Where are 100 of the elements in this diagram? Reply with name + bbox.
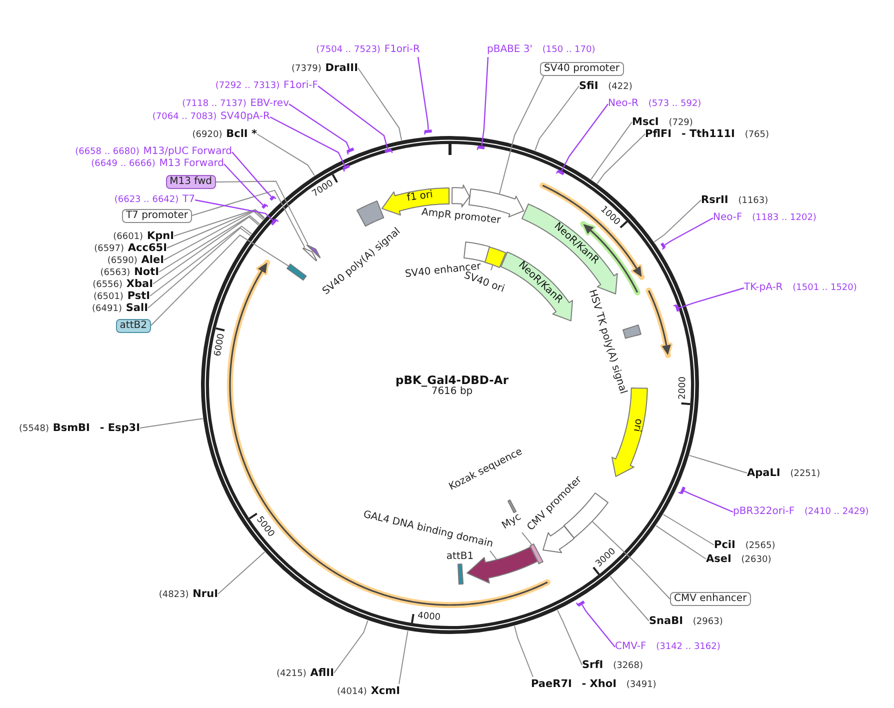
feature-tag: CMV enhancer (670, 592, 751, 606)
sequence-feature (484, 246, 508, 268)
primer-binding-marker (556, 168, 566, 176)
leader-line (683, 490, 734, 513)
site-marker (302, 247, 318, 262)
feature-label: f1 ori (406, 189, 434, 205)
feature-label: attB1 (446, 551, 474, 563)
site-marker (457, 562, 465, 585)
restriction-site-label: SnaBI (2963) (649, 614, 723, 628)
restriction-site-label: RsrII (1163) (701, 193, 768, 207)
restriction-site-label: (4823) NruI (158, 587, 218, 601)
leader-line (334, 620, 368, 674)
restriction-site-label: AseI (2630) (706, 552, 772, 566)
leader-line (582, 604, 616, 648)
feature-label: ori (630, 418, 644, 432)
primer-binding-marker (269, 194, 277, 201)
primer-label: (7118 .. 7137) EBV-rev (182, 97, 289, 111)
restriction-site-label: PciI (2565) (714, 538, 776, 552)
leader-line (216, 180, 308, 245)
leader-line (417, 56, 429, 130)
restriction-site-label: PflFI - Tth111I (765) (645, 127, 770, 141)
feature-tag: T7 promoter (122, 208, 192, 222)
leader-line (174, 209, 266, 236)
leader-line (590, 122, 632, 180)
primer-binding-marker (342, 164, 350, 172)
primer-binding-marker (678, 486, 686, 495)
leader-line (288, 104, 350, 150)
leader-line (270, 116, 346, 167)
leader-line (218, 552, 266, 594)
leader-line (192, 190, 306, 248)
primer-label: Neo-F (1183 .. 1202) (713, 211, 816, 225)
feature-tag: attB2 (116, 318, 151, 332)
restriction-site-label: (6920) BclI * (192, 127, 257, 141)
primer-binding-marker (660, 242, 667, 250)
sequence-feature (463, 240, 491, 263)
plasmid-length: 7616 bp (431, 386, 473, 398)
primer-label: (7064 .. 7083) SV40pA-R (152, 110, 270, 124)
leader-line (678, 287, 744, 309)
restriction-site-label: (6491) SalI (92, 301, 148, 315)
restriction-site-label: SrfI (3268) (582, 658, 644, 672)
restriction-site-label: (6590) AleI (107, 253, 164, 267)
leader-line (610, 576, 650, 622)
leader-line (592, 520, 670, 600)
leader-line (656, 525, 706, 560)
restriction-site-label: (6601) KpnI (113, 229, 174, 243)
leader-line (150, 234, 290, 326)
primer-label: (7504 .. 7523) F1ori-R (316, 43, 420, 57)
leader-line (561, 104, 608, 172)
leader-line (194, 199, 274, 222)
leader-line (148, 227, 251, 308)
leader-line (398, 630, 408, 684)
feature-label: Myc (500, 512, 524, 532)
restriction-site-label: (4014) XcmI (337, 684, 400, 698)
primer-binding-marker (384, 148, 393, 154)
primer-binding-marker (260, 202, 268, 210)
leader-line (596, 134, 646, 184)
leader-line (664, 217, 714, 246)
leader-line (164, 210, 264, 260)
primer-binding-marker (477, 144, 486, 150)
sequence-feature (450, 184, 470, 208)
restriction-site-label: (5548) BsmBI - Esp3I (19, 421, 140, 435)
primer-label: Neo-R (573 .. 592) (608, 97, 702, 111)
leader-line (557, 610, 582, 666)
leader-line (662, 514, 714, 546)
leader-line (358, 68, 402, 141)
leader-line (158, 215, 260, 272)
restriction-site-label: (4215) AflII (276, 666, 334, 680)
tick-label: 2000 (676, 376, 690, 400)
site-marker (306, 244, 321, 260)
feature-tag: SV40 promoter (540, 62, 624, 76)
primer-label: pBABE 3' (150 .. 170) (487, 43, 596, 57)
primer-label: CMV-F (3142 .. 3162) (615, 640, 720, 654)
leader-line (514, 626, 534, 678)
leader-line (166, 210, 265, 248)
primer-label: pBR322ori-F (2410 .. 2429) (733, 505, 869, 519)
leader-line (318, 86, 388, 150)
tick-label: 4000 (416, 610, 440, 624)
plasmid-name: pBK_Gal4-DBD-Ar (396, 374, 508, 386)
sequence-feature (356, 200, 385, 228)
leader-line (152, 216, 260, 284)
site-marker (286, 263, 308, 282)
leader-line (224, 164, 264, 206)
restriction-site-label: (6556) XbaI (92, 277, 153, 291)
leader-line (498, 75, 544, 195)
feature-tag: M13 fwd (166, 175, 216, 189)
leader-line (481, 56, 489, 146)
feature-label: AmpR promoter (420, 206, 502, 228)
restriction-site-label: (6597) Acc65I (94, 241, 167, 255)
restriction-site-label: MscI (729) (632, 115, 693, 129)
leader-line (232, 152, 272, 198)
leader-line (150, 226, 252, 296)
primer-label: (6658 .. 6680) M13/pUC Forward (75, 145, 232, 159)
sequence-feature (622, 324, 642, 340)
restriction-site-label: ApaLI (2251) (747, 466, 820, 480)
leader-line (534, 86, 580, 151)
primer-binding-marker (424, 128, 433, 135)
restriction-site-label: (6501) PstI (94, 289, 150, 303)
leader-line (490, 550, 498, 560)
tick-label: 6000 (212, 333, 228, 358)
primer-label: (7292 .. 7313) F1ori-F (215, 79, 318, 93)
